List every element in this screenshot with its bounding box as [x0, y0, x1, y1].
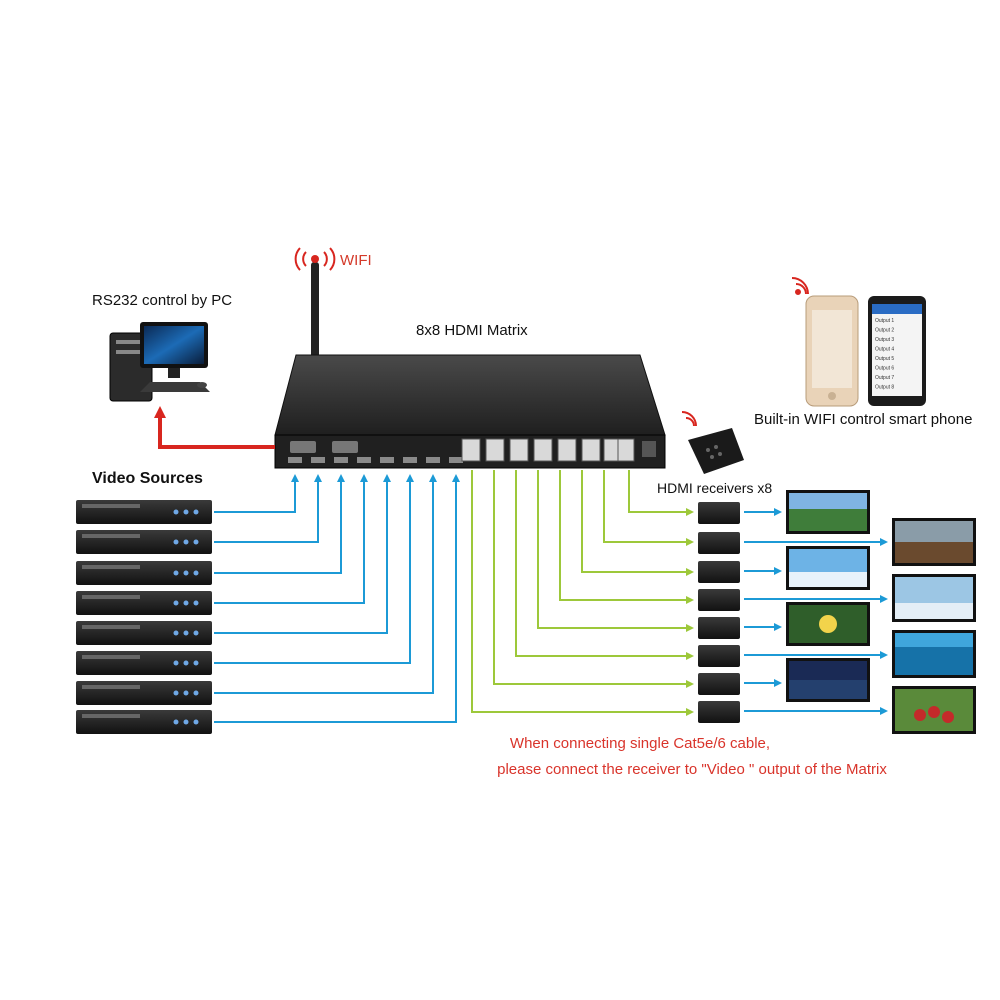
smartphone-control-app-icon	[868, 296, 926, 406]
smartphone-iphone-icon	[805, 295, 859, 407]
phone-menu-item: Output 1	[875, 318, 894, 324]
matrix-label: 8x8 HDMI Matrix	[416, 322, 528, 339]
connection-note-line-2: please connect the receiver to "Video " …	[497, 761, 887, 778]
video-source-devices	[76, 500, 212, 734]
video-sources-label: Video Sources	[92, 470, 203, 487]
hdmi-receiver-devices	[698, 502, 740, 723]
hdmi-input-ports	[288, 457, 463, 463]
hdmi-input-lines	[214, 474, 460, 723]
smartphone-label: Built-in WIFI control smart phone	[754, 411, 973, 428]
phone-menu-item: Output 6	[875, 366, 894, 372]
hdmi-matrix-device	[274, 354, 666, 469]
wifi-label: WIFI	[340, 252, 372, 269]
phone-menu-item: Output 2	[875, 328, 894, 334]
display-output-lines	[744, 508, 888, 715]
phone-menu-item: Output 7	[875, 375, 894, 381]
phone-app-menu: Output 1 Output 2 Output 3 Output 4 Output 5…	[875, 318, 894, 391]
wifi-signal-icon	[294, 247, 336, 271]
connection-note-line-1: When connecting single Cat5e/6 cable,	[509, 735, 771, 752]
display-screens-right	[892, 518, 976, 734]
pc-computer-icon	[109, 322, 210, 402]
hdmi-receivers-label: HDMI receivers x8	[657, 480, 773, 496]
phone-menu-item: Output 3	[875, 337, 894, 343]
cat-cable-output-lines	[471, 470, 694, 716]
rj45-output-ports	[461, 438, 635, 462]
rs232-connection-arrow	[154, 406, 275, 449]
remote-signal-icon	[681, 411, 697, 427]
phone-menu-item: Output 4	[875, 347, 894, 353]
display-screens-left	[786, 490, 870, 702]
rs232-label: RS232 control by PC	[92, 292, 233, 309]
ir-remote-icon	[688, 428, 744, 474]
wifi-antenna	[311, 255, 319, 360]
phone-menu-item: Output 8	[875, 385, 894, 391]
phone-wifi-signal-icon	[791, 277, 809, 295]
phone-menu-item: Output 5	[875, 356, 894, 362]
